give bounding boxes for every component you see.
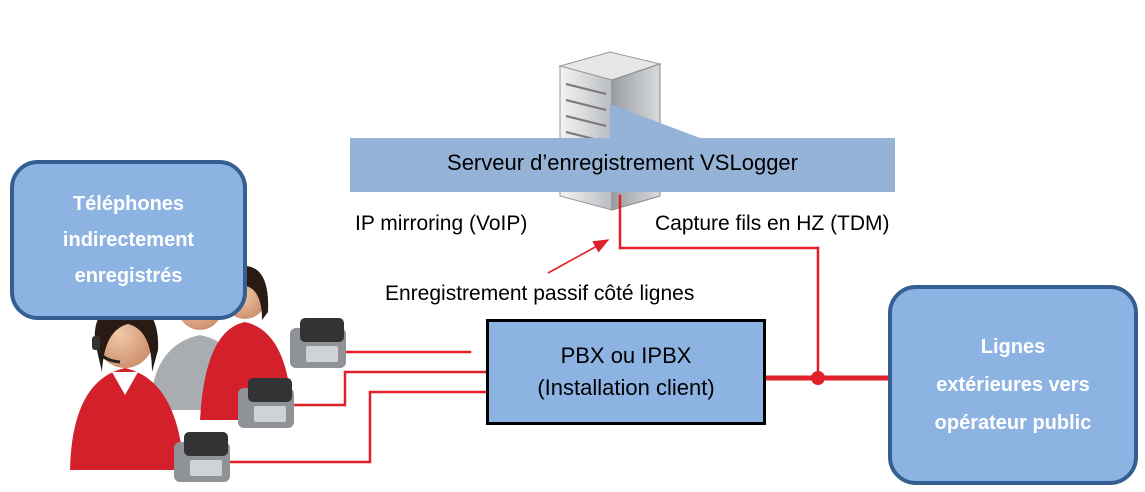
wiring xyxy=(226,194,895,464)
external-lines-line1: Lignes xyxy=(980,336,1046,358)
external-lines-box: Lignes extérieures vers opérateur public xyxy=(888,285,1138,485)
junction-dot xyxy=(811,371,825,385)
phones-box-line2: indirectement xyxy=(62,229,195,251)
server-banner xyxy=(350,104,895,192)
phones-box-line3: enregistrés xyxy=(74,265,183,287)
phones-box: Téléphones indirectement enregistrés xyxy=(10,160,247,320)
capture-label: Capture fils en HZ (TDM) xyxy=(655,212,890,235)
pbx-line1: PBX ou IPBX xyxy=(560,343,692,368)
passive-arrow xyxy=(547,239,610,274)
server-label: Serveur d’enregistrement VSLogger xyxy=(447,150,798,175)
external-lines-line2: extérieures vers xyxy=(936,374,1090,396)
ip-mirroring-label: IP mirroring (VoIP) xyxy=(355,212,528,235)
pbx-box: PBX ou IPBX (Installation client) xyxy=(486,319,766,425)
external-lines-line3: opérateur public xyxy=(934,412,1092,434)
phones-box-line1: Téléphones xyxy=(72,193,185,215)
passive-recording-label: Enregistrement passif côté lignes xyxy=(385,282,695,305)
pbx-line2: (Installation client) xyxy=(537,375,715,400)
desk-phone-icon xyxy=(174,318,346,482)
